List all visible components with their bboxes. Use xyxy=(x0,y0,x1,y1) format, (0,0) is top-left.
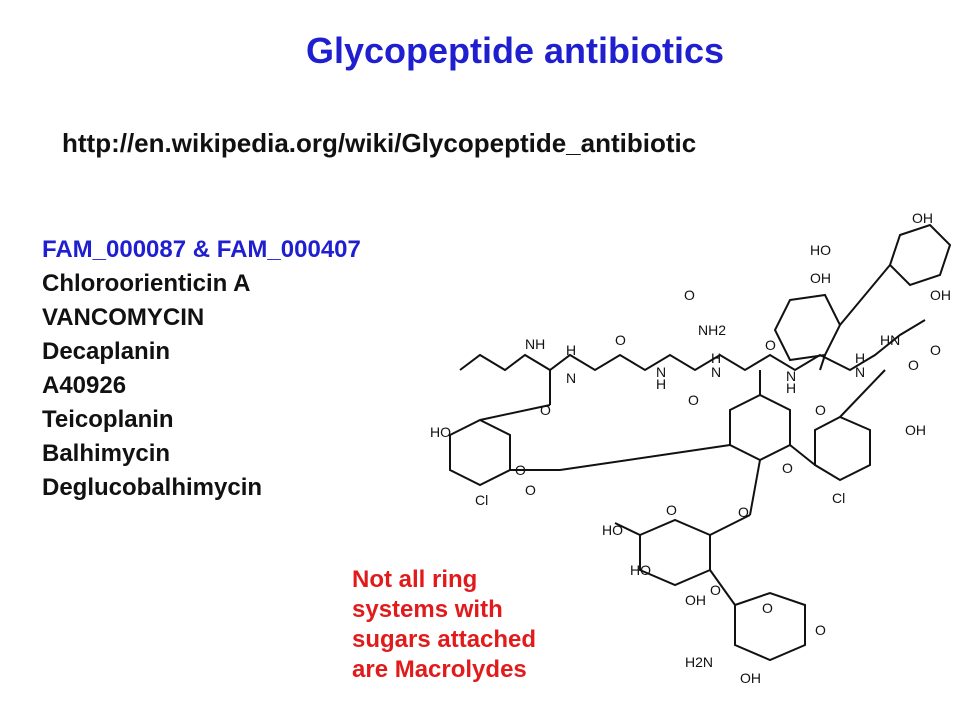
bond xyxy=(479,404,551,421)
family-ids: FAM_000087 & FAM_000407 xyxy=(42,236,361,263)
chemical-structure-diagram: OH HO OH OH NH NH2 O O H N O H N O H N O… xyxy=(430,210,952,686)
note-line: Not all ring xyxy=(352,566,478,593)
atom-label: O xyxy=(515,462,526,478)
bond-ring xyxy=(729,393,791,462)
atom-label: H xyxy=(566,342,576,358)
atom-label: NH2 xyxy=(698,322,726,338)
atom-label: O xyxy=(615,332,626,348)
slide-title: Glycopeptide antibiotics xyxy=(305,30,725,71)
atom-label: HO xyxy=(602,522,623,538)
atom-label: O xyxy=(762,600,773,616)
list-item: VANCOMYCIN xyxy=(42,304,205,331)
note-line: sugars attached xyxy=(352,626,537,653)
list-item: Deglucobalhimycin xyxy=(42,474,263,501)
atom-label: H xyxy=(656,376,666,392)
atom-label: OH xyxy=(912,210,933,226)
atom-label: OH xyxy=(740,670,761,686)
atom-label: OH xyxy=(930,287,951,303)
atom-label: N xyxy=(786,368,796,384)
atom-label: OH xyxy=(685,592,706,608)
atom-label: HO xyxy=(430,424,451,440)
atom-label: N xyxy=(855,364,865,380)
list-item: A40926 xyxy=(42,372,127,399)
bond xyxy=(789,444,816,466)
atom-label: O xyxy=(666,502,677,518)
atom-label: O xyxy=(688,392,699,408)
atom-label: OH xyxy=(810,270,831,286)
bond xyxy=(839,264,891,326)
atom-label: HO xyxy=(630,562,651,578)
atom-label: O xyxy=(930,342,941,358)
atom-label: N xyxy=(711,364,721,380)
atom-label: N xyxy=(656,364,666,380)
atom-label: O xyxy=(815,622,826,638)
atom-label: O xyxy=(815,402,826,418)
atom-label: OH xyxy=(905,422,926,438)
atom-label: HO xyxy=(810,242,831,258)
atom-label: HN xyxy=(880,332,900,348)
note-line: systems with xyxy=(352,596,503,623)
atom-label: O xyxy=(684,287,695,303)
atom-label: H xyxy=(711,350,721,366)
bond-ring xyxy=(734,591,806,662)
list-item: Balhimycin xyxy=(42,440,171,467)
bond xyxy=(559,444,731,471)
bond-chain xyxy=(459,319,926,372)
atom-label: NH xyxy=(525,336,545,352)
atom-label: Cl xyxy=(832,490,845,506)
atom-label: O xyxy=(908,357,919,373)
macrolide-note: Not all ring systems with sugars attache… xyxy=(352,565,536,685)
bond xyxy=(839,369,886,418)
list-item: Chloroorienticin A xyxy=(42,270,251,297)
bond xyxy=(819,354,826,371)
atom-label: O xyxy=(765,337,776,353)
atom-label: H xyxy=(786,380,796,396)
bond xyxy=(614,522,641,536)
reference-url: http://en.wikipedia.org/wiki/Glycopeptid… xyxy=(62,128,697,158)
atom-label: H2N xyxy=(685,654,713,670)
atom-label: O xyxy=(738,504,749,520)
bond xyxy=(709,569,736,606)
bond-ring xyxy=(814,415,871,482)
atom-label: O xyxy=(710,582,721,598)
note-line: are Macrolydes xyxy=(352,656,527,683)
bond-ring xyxy=(773,293,842,362)
atom-label: O xyxy=(782,460,793,476)
bond-ring xyxy=(449,418,511,487)
compound-list: FAM_000087 & FAM_000407 Chloroorienticin… xyxy=(42,233,361,505)
bond xyxy=(749,459,761,516)
atom-label: Cl xyxy=(475,492,488,508)
list-item: Decaplanin xyxy=(42,338,171,365)
atom-label: O xyxy=(540,402,551,418)
bond xyxy=(709,514,751,536)
atom-label: H xyxy=(855,350,865,366)
atom-label: O xyxy=(525,482,536,498)
list-item: Teicoplanin xyxy=(42,406,174,433)
bond-ring xyxy=(888,223,952,287)
atom-label: N xyxy=(566,370,576,386)
